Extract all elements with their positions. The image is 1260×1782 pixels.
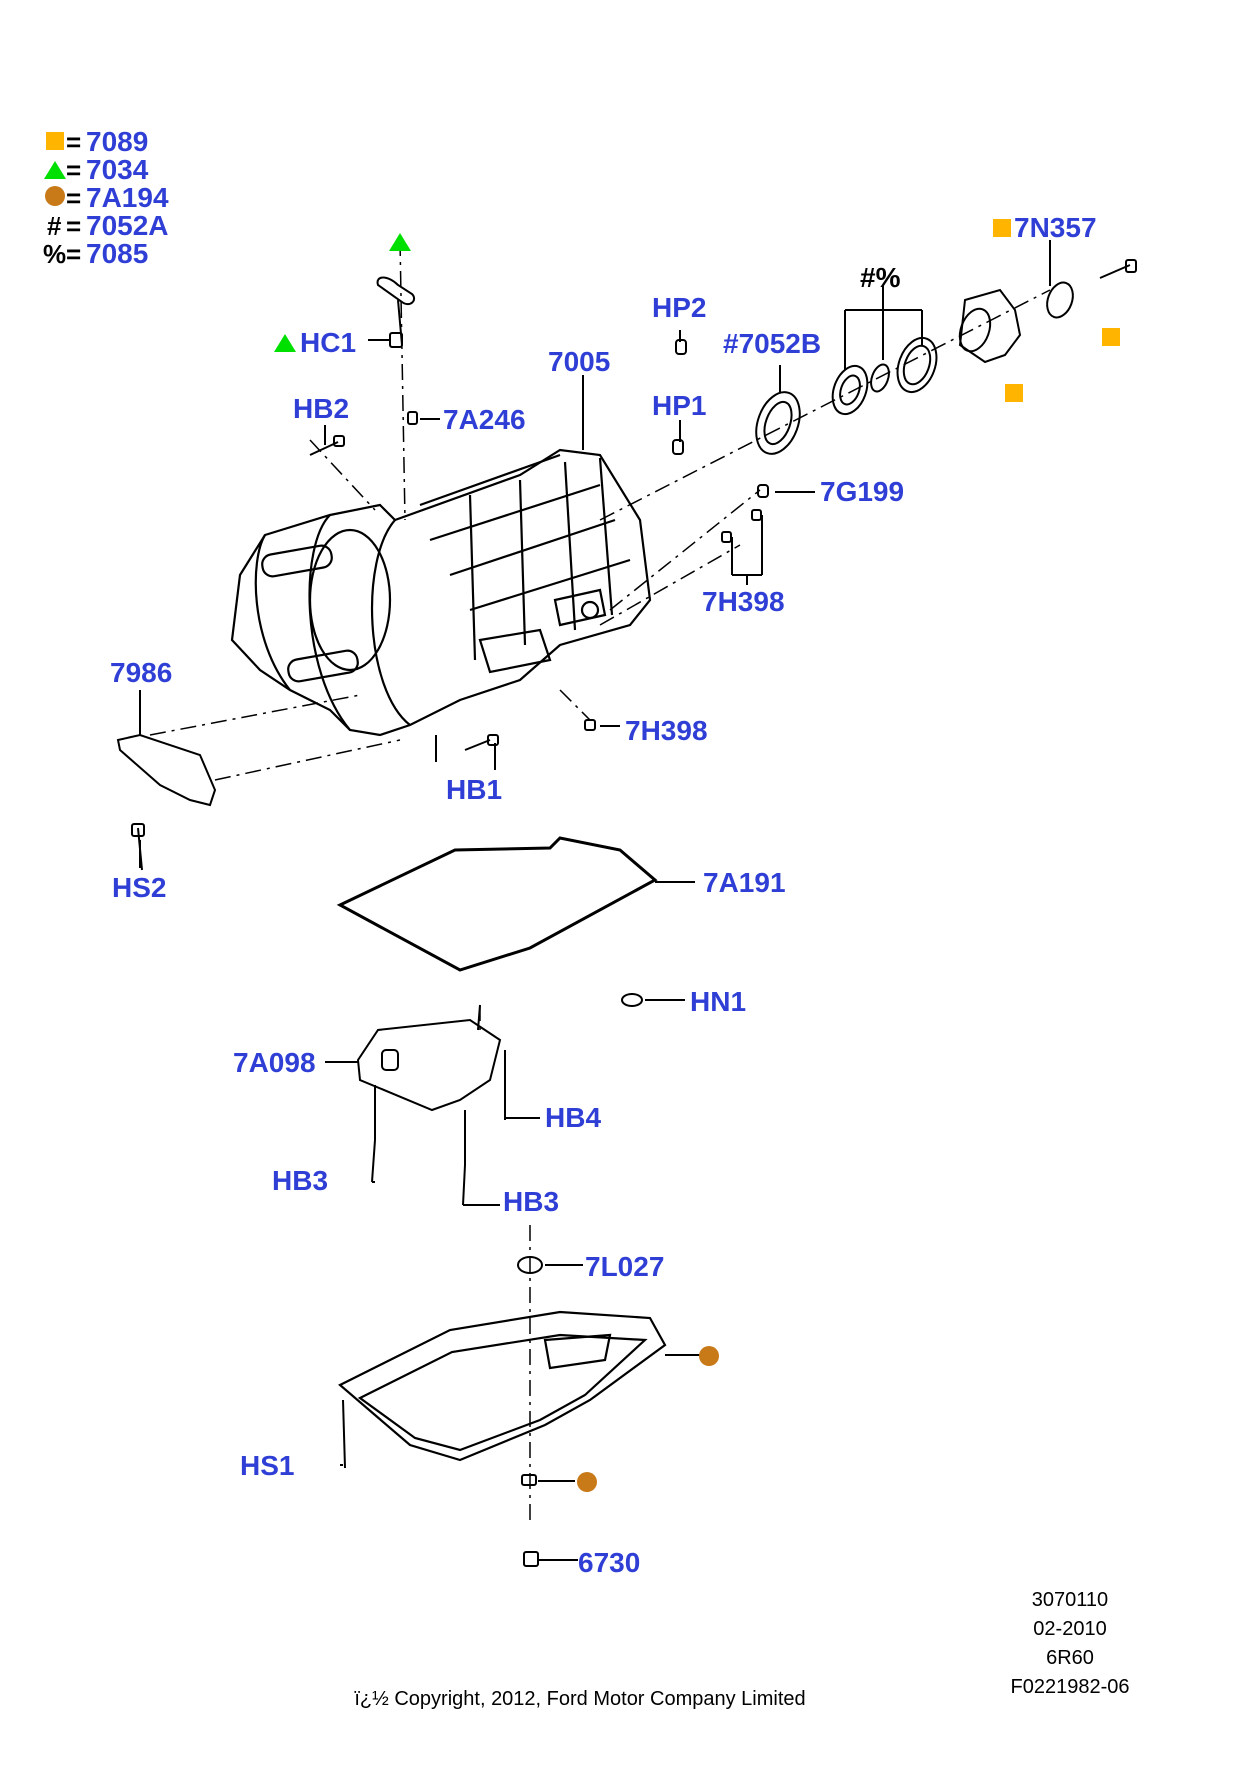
legend-value-hash: 7052A [86, 210, 169, 241]
callout-leaders [139, 240, 1051, 1561]
square-marker-icon [993, 219, 1011, 237]
callout-hn1: HN1 [690, 986, 747, 1017]
triangle-marker-icon [274, 334, 296, 352]
plugs-7h398-part [721, 509, 762, 543]
bolt-hs1-part [342, 1399, 346, 1469]
plug-hp1-part [672, 439, 684, 455]
figure-id: F0221982-06 [1010, 1676, 1130, 1698]
legend-eq: = [66, 127, 82, 157]
callout-hb3-right: HB3 [503, 1186, 560, 1217]
callout-hp2: HP2 [652, 292, 707, 323]
bolt-hs2-part [131, 823, 145, 871]
square-marker-icon [46, 132, 64, 150]
washer-7l027-part [517, 1256, 543, 1274]
callout-hash-percent: #% [860, 262, 901, 293]
callout-hb3-left: HB3 [272, 1165, 329, 1196]
callout-7a246: 7A246 [443, 404, 526, 435]
bolt-hb3-right-part [462, 1164, 466, 1206]
legend-value-circle: 7A194 [86, 182, 169, 213]
callout-7005: 7005 [548, 346, 611, 377]
triangle-marker-icon [389, 233, 411, 251]
callout-hb1: HB1 [446, 774, 503, 805]
assembly-centerlines [149, 239, 1051, 1520]
revision-date: 02-2010 [1033, 1618, 1107, 1640]
callout-7l027: 7L027 [585, 1251, 665, 1282]
legend-symbol-hash: # [47, 211, 62, 241]
legend-eq: = [66, 211, 82, 241]
filter-7a098-part [356, 1004, 502, 1112]
plug-7a246-part [407, 411, 418, 425]
copyright-notice: ï¿½ Copyright, 2012, Ford Motor Company … [354, 1688, 806, 1710]
drain-plug-part [521, 1474, 537, 1486]
circle-marker-icon [577, 1472, 597, 1492]
callout-7986: 7986 [110, 657, 173, 688]
cover-plate-7986-part [116, 733, 217, 807]
callout-hb2: HB2 [293, 393, 350, 424]
reference-number: 3070110 [1031, 1589, 1109, 1611]
legend-eq: = [66, 239, 82, 269]
breather-tube-part [376, 276, 416, 348]
model-code: 6R60 [1046, 1647, 1094, 1669]
callout-hb4: HB4 [545, 1102, 602, 1133]
callout-hs1: HS1 [240, 1450, 295, 1481]
callout-7n357: 7N357 [1014, 212, 1097, 243]
square-marker-icon [1102, 328, 1120, 346]
output-seal-7052b-part [755, 391, 801, 455]
fill-plug-6730-part [523, 1551, 539, 1567]
callout-6730: 6730 [578, 1547, 641, 1578]
callout-7a098: 7A098 [233, 1047, 316, 1078]
callout-hs2: HS2 [112, 872, 167, 903]
legend-value-percent: 7085 [86, 238, 149, 269]
callout-hp1: HP1 [652, 390, 707, 421]
bolt-hb3-left-part [371, 1139, 376, 1183]
transmission-case-part [230, 448, 652, 737]
square-marker-icon [1005, 384, 1023, 402]
circle-marker-icon [45, 186, 65, 206]
plug-7g199-part [757, 484, 769, 498]
bolt-7h398-part [584, 719, 596, 731]
output-flange-part [958, 259, 1137, 364]
plug-hp2-part [675, 339, 687, 355]
legend-eq: = [66, 183, 82, 213]
pan-gasket-7a191-part [336, 836, 658, 972]
bolt-hb1-part [435, 734, 499, 762]
callout-7a191: 7A191 [703, 867, 786, 898]
legend-symbol-percent: % [43, 239, 67, 269]
bearing-seal-part [831, 336, 938, 416]
callout-hc1: HC1 [300, 327, 357, 358]
callout-7052b: #7052B [723, 328, 822, 359]
callout-7h398-upper: 7H398 [702, 586, 785, 617]
nut-hn1-part [621, 993, 643, 1007]
legend-eq: = [66, 155, 82, 185]
triangle-marker-icon [44, 161, 66, 179]
oil-pan-part [338, 1310, 667, 1462]
circle-marker-icon [699, 1346, 719, 1366]
legend-value-square: 7089 [86, 126, 149, 157]
callout-7g199: 7G199 [820, 476, 905, 507]
legend-value-triangle: 7034 [86, 154, 149, 185]
callout-7h398-lower: 7H398 [625, 715, 708, 746]
bolt-hb2-part [309, 435, 345, 456]
